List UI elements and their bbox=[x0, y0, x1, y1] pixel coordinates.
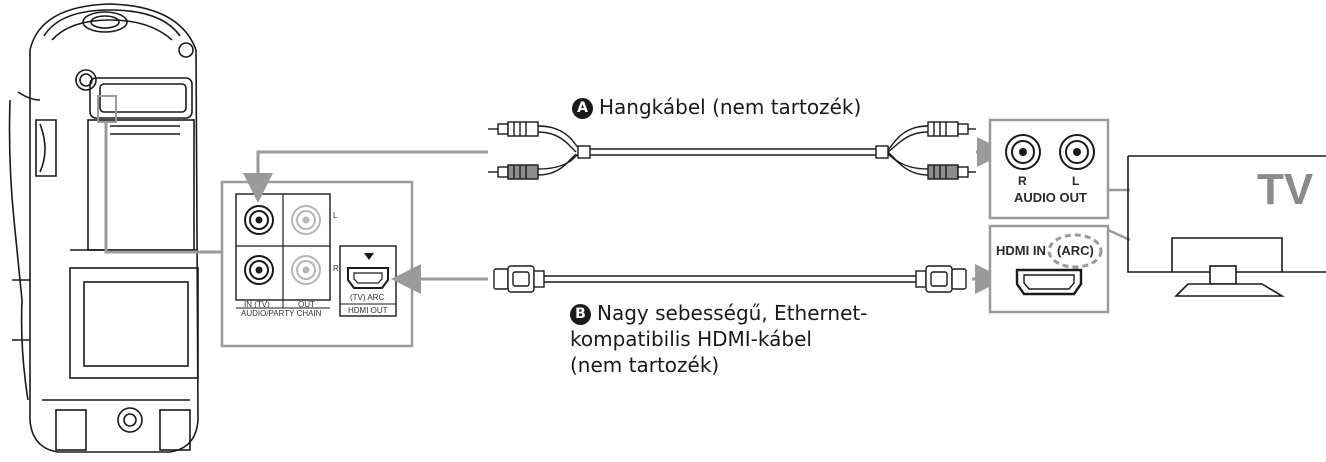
cable-b-label: B Nagy sebességű, Ethernet- kompatibilis … bbox=[570, 300, 867, 378]
cable-a-badge: A bbox=[572, 98, 593, 119]
cable-b-hdmi bbox=[493, 265, 967, 293]
panel-out-label: OUT bbox=[298, 300, 315, 309]
panel-hdmi-out-label: HDMI OUT bbox=[348, 306, 388, 315]
cable-a-label: A Hangkábel (nem tartozék) bbox=[572, 95, 861, 119]
cable-b-line2: kompatibilis HDMI-kábel bbox=[570, 327, 812, 351]
panel-tv-arc-label: (TV) ARC bbox=[350, 293, 385, 302]
tv-illustration bbox=[1127, 155, 1326, 297]
panel-in-tv-label: IN (TV) bbox=[244, 300, 270, 309]
cable-b-badge: B bbox=[570, 304, 591, 325]
panel-audio-party-chain-label: AUDIO/PARTY CHAIN bbox=[241, 309, 322, 318]
tv-arc-label: (ARC) bbox=[1057, 243, 1094, 258]
speaker-unit bbox=[8, 3, 199, 453]
tv-hdmi-in-label: HDMI IN bbox=[996, 243, 1046, 258]
speaker-rear-panel bbox=[220, 180, 414, 348]
cable-b-line3: (nem tartozék) bbox=[570, 353, 720, 377]
arrow-a-to-speaker bbox=[243, 150, 488, 203]
tv-audio-out-panel bbox=[988, 118, 1110, 220]
tv-hdmi-in-panel bbox=[988, 224, 1110, 314]
speaker-leader-line bbox=[104, 122, 222, 254]
cable-a-audio bbox=[488, 121, 976, 180]
cable-b-line1: Nagy sebességű, Ethernet- bbox=[597, 301, 868, 325]
tv-label: TV bbox=[1257, 165, 1314, 214]
tv-audio-out-label: AUDIO OUT bbox=[1014, 190, 1087, 205]
cable-a-text: Hangkábel (nem tartozék) bbox=[599, 95, 862, 119]
tv-r-label: R bbox=[1018, 174, 1027, 188]
tv-l-label: L bbox=[1072, 174, 1080, 188]
panel-l-label: L bbox=[333, 211, 338, 220]
panel-r-label: R bbox=[333, 264, 339, 273]
